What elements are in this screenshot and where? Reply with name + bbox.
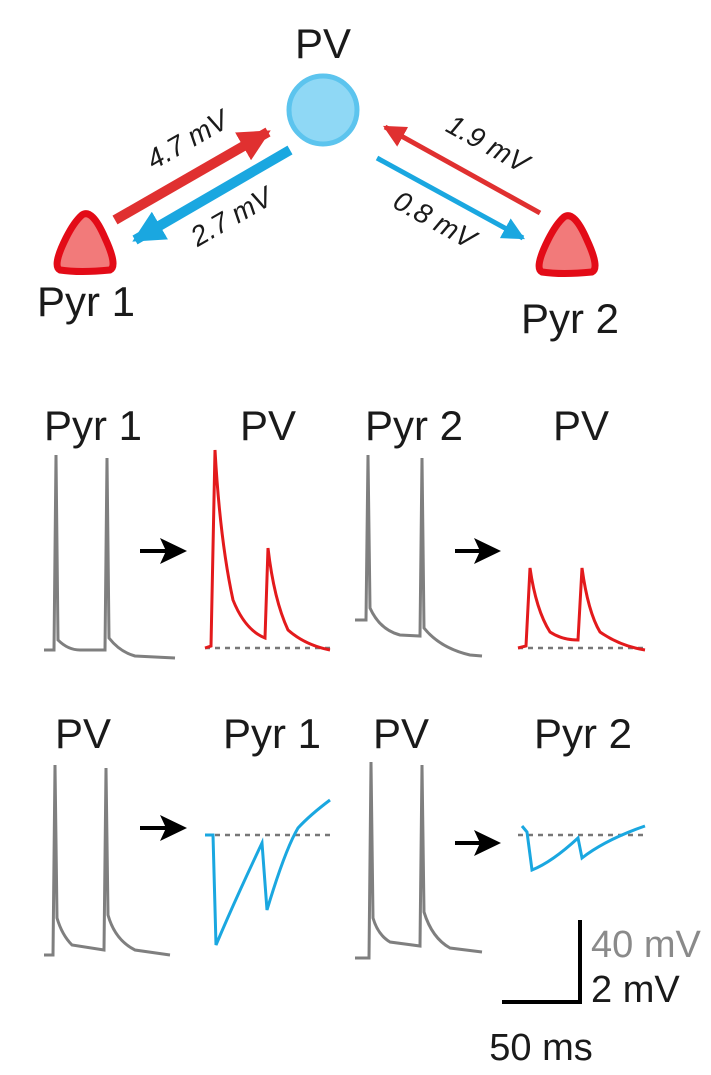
bottom-pre2-spike-trace bbox=[355, 761, 483, 960]
scale-time: 50 ms bbox=[489, 1027, 592, 1069]
top-pre2-label: Pyr 2 bbox=[365, 402, 463, 449]
pv-node-label: PV bbox=[295, 20, 351, 67]
top-pre1-spike-trace bbox=[44, 454, 176, 660]
top-pre2-spike-trace bbox=[355, 454, 483, 658]
bottom-row-recordings: PV Pyr 1 PV Pyr 2 bbox=[44, 710, 646, 960]
top-post2-epsp-trace bbox=[517, 567, 646, 652]
pv-to-pyr2-amplitude: 0.8 mV bbox=[388, 185, 483, 256]
top-row-recordings: Pyr 1 PV Pyr 2 PV bbox=[44, 402, 646, 660]
pv-to-pyr2-arrow bbox=[375, 155, 525, 241]
bottom-arrow-1-head bbox=[160, 815, 187, 841]
bottom-arrow-2-head bbox=[474, 830, 501, 856]
bottom-post1-ipsp-trace bbox=[205, 798, 331, 946]
bottom-post2-ipsp-trace bbox=[520, 824, 646, 873]
pyr2-to-pv-amplitude: 1.9 mV bbox=[441, 109, 536, 180]
pv-to-pyr1-amplitude: 2.7 mV bbox=[184, 180, 279, 253]
pyr2-node-label: Pyr 2 bbox=[521, 295, 619, 342]
pyr2-to-pv-arrow bbox=[383, 124, 542, 216]
top-post1-epsp-trace bbox=[204, 449, 331, 652]
pyr1-cell-body bbox=[53, 210, 117, 275]
bottom-pre1-label: PV bbox=[55, 710, 111, 757]
pv-to-pyr1-arrow bbox=[132, 145, 293, 245]
pv-cell-body bbox=[286, 73, 360, 147]
pyr1-node-label: Pyr 1 bbox=[37, 278, 135, 325]
top-arrow-1-head bbox=[160, 538, 187, 564]
pyr2-cell-body bbox=[535, 212, 599, 277]
pyr1-to-pv-arrow bbox=[112, 127, 271, 225]
top-arrow-2-head bbox=[474, 538, 501, 564]
scale-presynaptic-voltage: 40 mV bbox=[591, 924, 701, 966]
bottom-post1-label: Pyr 1 bbox=[223, 710, 321, 757]
bottom-pre2-label: PV bbox=[373, 710, 429, 757]
bottom-pre1-spike-trace bbox=[44, 764, 171, 957]
top-post1-label: PV bbox=[240, 402, 296, 449]
scale-postsynaptic-voltage: 2 mV bbox=[591, 969, 680, 1011]
bottom-post2-label: Pyr 2 bbox=[534, 710, 632, 757]
top-pre1-label: Pyr 1 bbox=[44, 402, 142, 449]
top-post2-label: PV bbox=[553, 402, 609, 449]
scale-bar: 40 mV 2 mV 50 ms bbox=[489, 920, 701, 1069]
circuit-diagram: PV Pyr 1 Pyr 2 4.7 mV 2.7 mV 1.9 mV 0.8 … bbox=[37, 20, 619, 342]
